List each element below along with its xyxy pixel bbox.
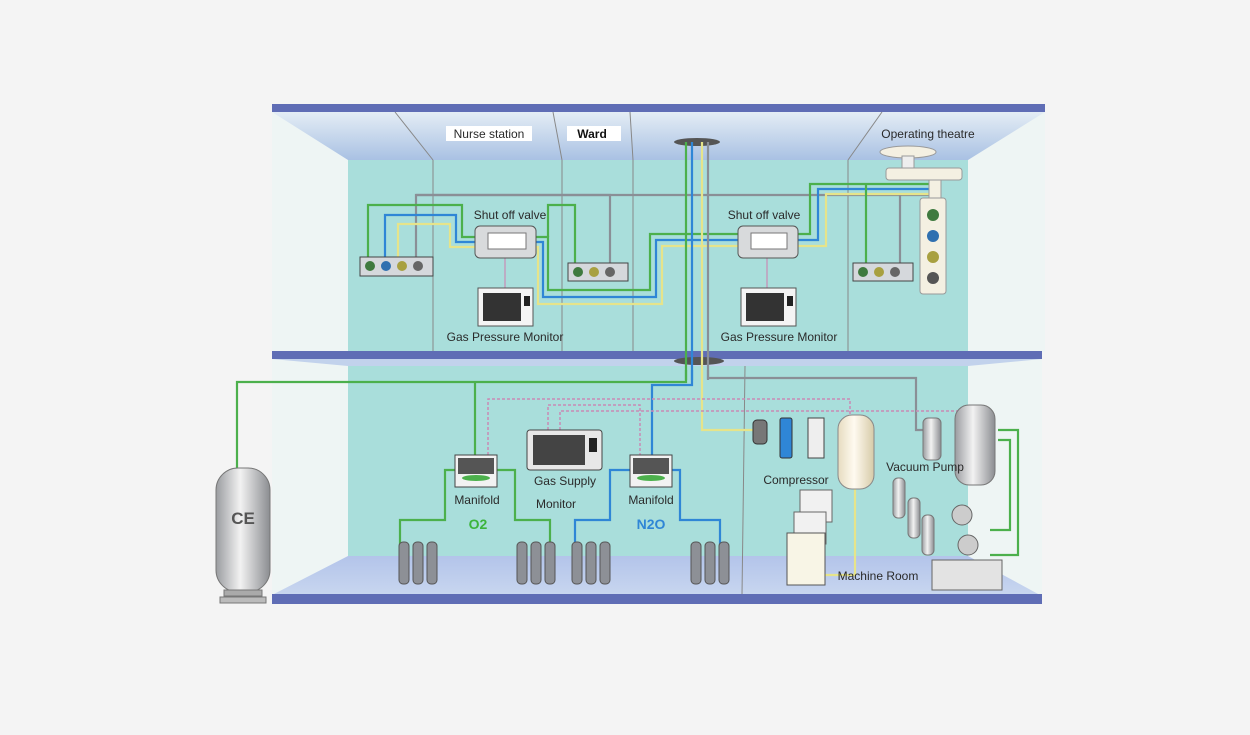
back-wall: [348, 160, 968, 352]
ceiling: [272, 112, 1045, 160]
air-dryer-icon: [807, 417, 825, 459]
upper-floor: [272, 104, 1045, 359]
middle-slab: [272, 351, 1042, 359]
air-compressor-unit: [786, 532, 826, 586]
n2o-label: N2O: [637, 516, 666, 532]
top-slab: [272, 104, 1045, 112]
manifold-o2-label: Manifold: [454, 493, 499, 507]
manifold-n2o: [629, 454, 673, 488]
o2-cylinders-left: [398, 541, 438, 585]
vacuum-pump-label: Vacuum Pump: [886, 460, 964, 474]
gas-pressure-monitor-label-2: Gas Pressure Monitor: [721, 330, 838, 344]
vacuum-equipment: [892, 404, 1003, 591]
manifold-n2o-label: Manifold: [628, 493, 673, 507]
operating-theatre-label: Operating theatre: [881, 127, 975, 141]
o2-cylinders-right: [516, 541, 556, 585]
shut-off-valve-label-2: Shut off valve: [728, 208, 801, 222]
air-receiver-tank: [837, 414, 875, 490]
filter-regulator-icon: [752, 419, 768, 445]
gas-pressure-monitor-label-1: Gas Pressure Monitor: [447, 330, 564, 344]
terminal-unit-nurse-station: [359, 256, 434, 277]
gas-supply-monitor-label: Gas Supply: [534, 474, 596, 488]
ward-label: Ward: [577, 127, 607, 141]
surgical-pendant: [879, 145, 963, 295]
bottom-slab: [272, 594, 1042, 604]
nurse-station-label: Nurse station: [454, 127, 525, 141]
ce-label: CE: [231, 509, 255, 528]
o2-label: O2: [469, 516, 488, 532]
terminal-unit-operating-theatre: [852, 262, 914, 282]
compressor-label: Compressor: [763, 473, 828, 487]
shut-off-valve-1: [474, 225, 537, 259]
n2o-cylinders-left: [571, 541, 611, 585]
shut-off-valve-label-1: Shut off valve: [474, 208, 547, 222]
manifold-o2: [454, 454, 498, 488]
riser-top: [674, 138, 720, 146]
gas-supply-monitor-label-2: Monitor: [536, 497, 576, 511]
upper-pipework: [366, 142, 930, 380]
air-filter-icon: [779, 417, 793, 459]
floor: [272, 556, 1040, 595]
bacterial-filter: [922, 417, 942, 461]
gas-pressure-monitor-2: [740, 287, 797, 327]
compressor-equipment: [752, 414, 875, 586]
riser-middle: [674, 357, 724, 365]
shut-off-valve-2: [737, 225, 799, 259]
lower-floor: [272, 359, 1042, 604]
machine-room-label: Machine Room: [838, 569, 919, 583]
vacuum-receiver-tank: [954, 404, 996, 486]
gas-pressure-monitor-1: [477, 287, 534, 327]
gas-supply-monitor: [526, 429, 603, 471]
ce-liquid-oxygen-tank: [215, 467, 271, 604]
n2o-cylinders-right: [690, 541, 730, 585]
vacuum-pump-unit: [931, 559, 1003, 591]
terminal-unit-ward: [567, 262, 629, 282]
